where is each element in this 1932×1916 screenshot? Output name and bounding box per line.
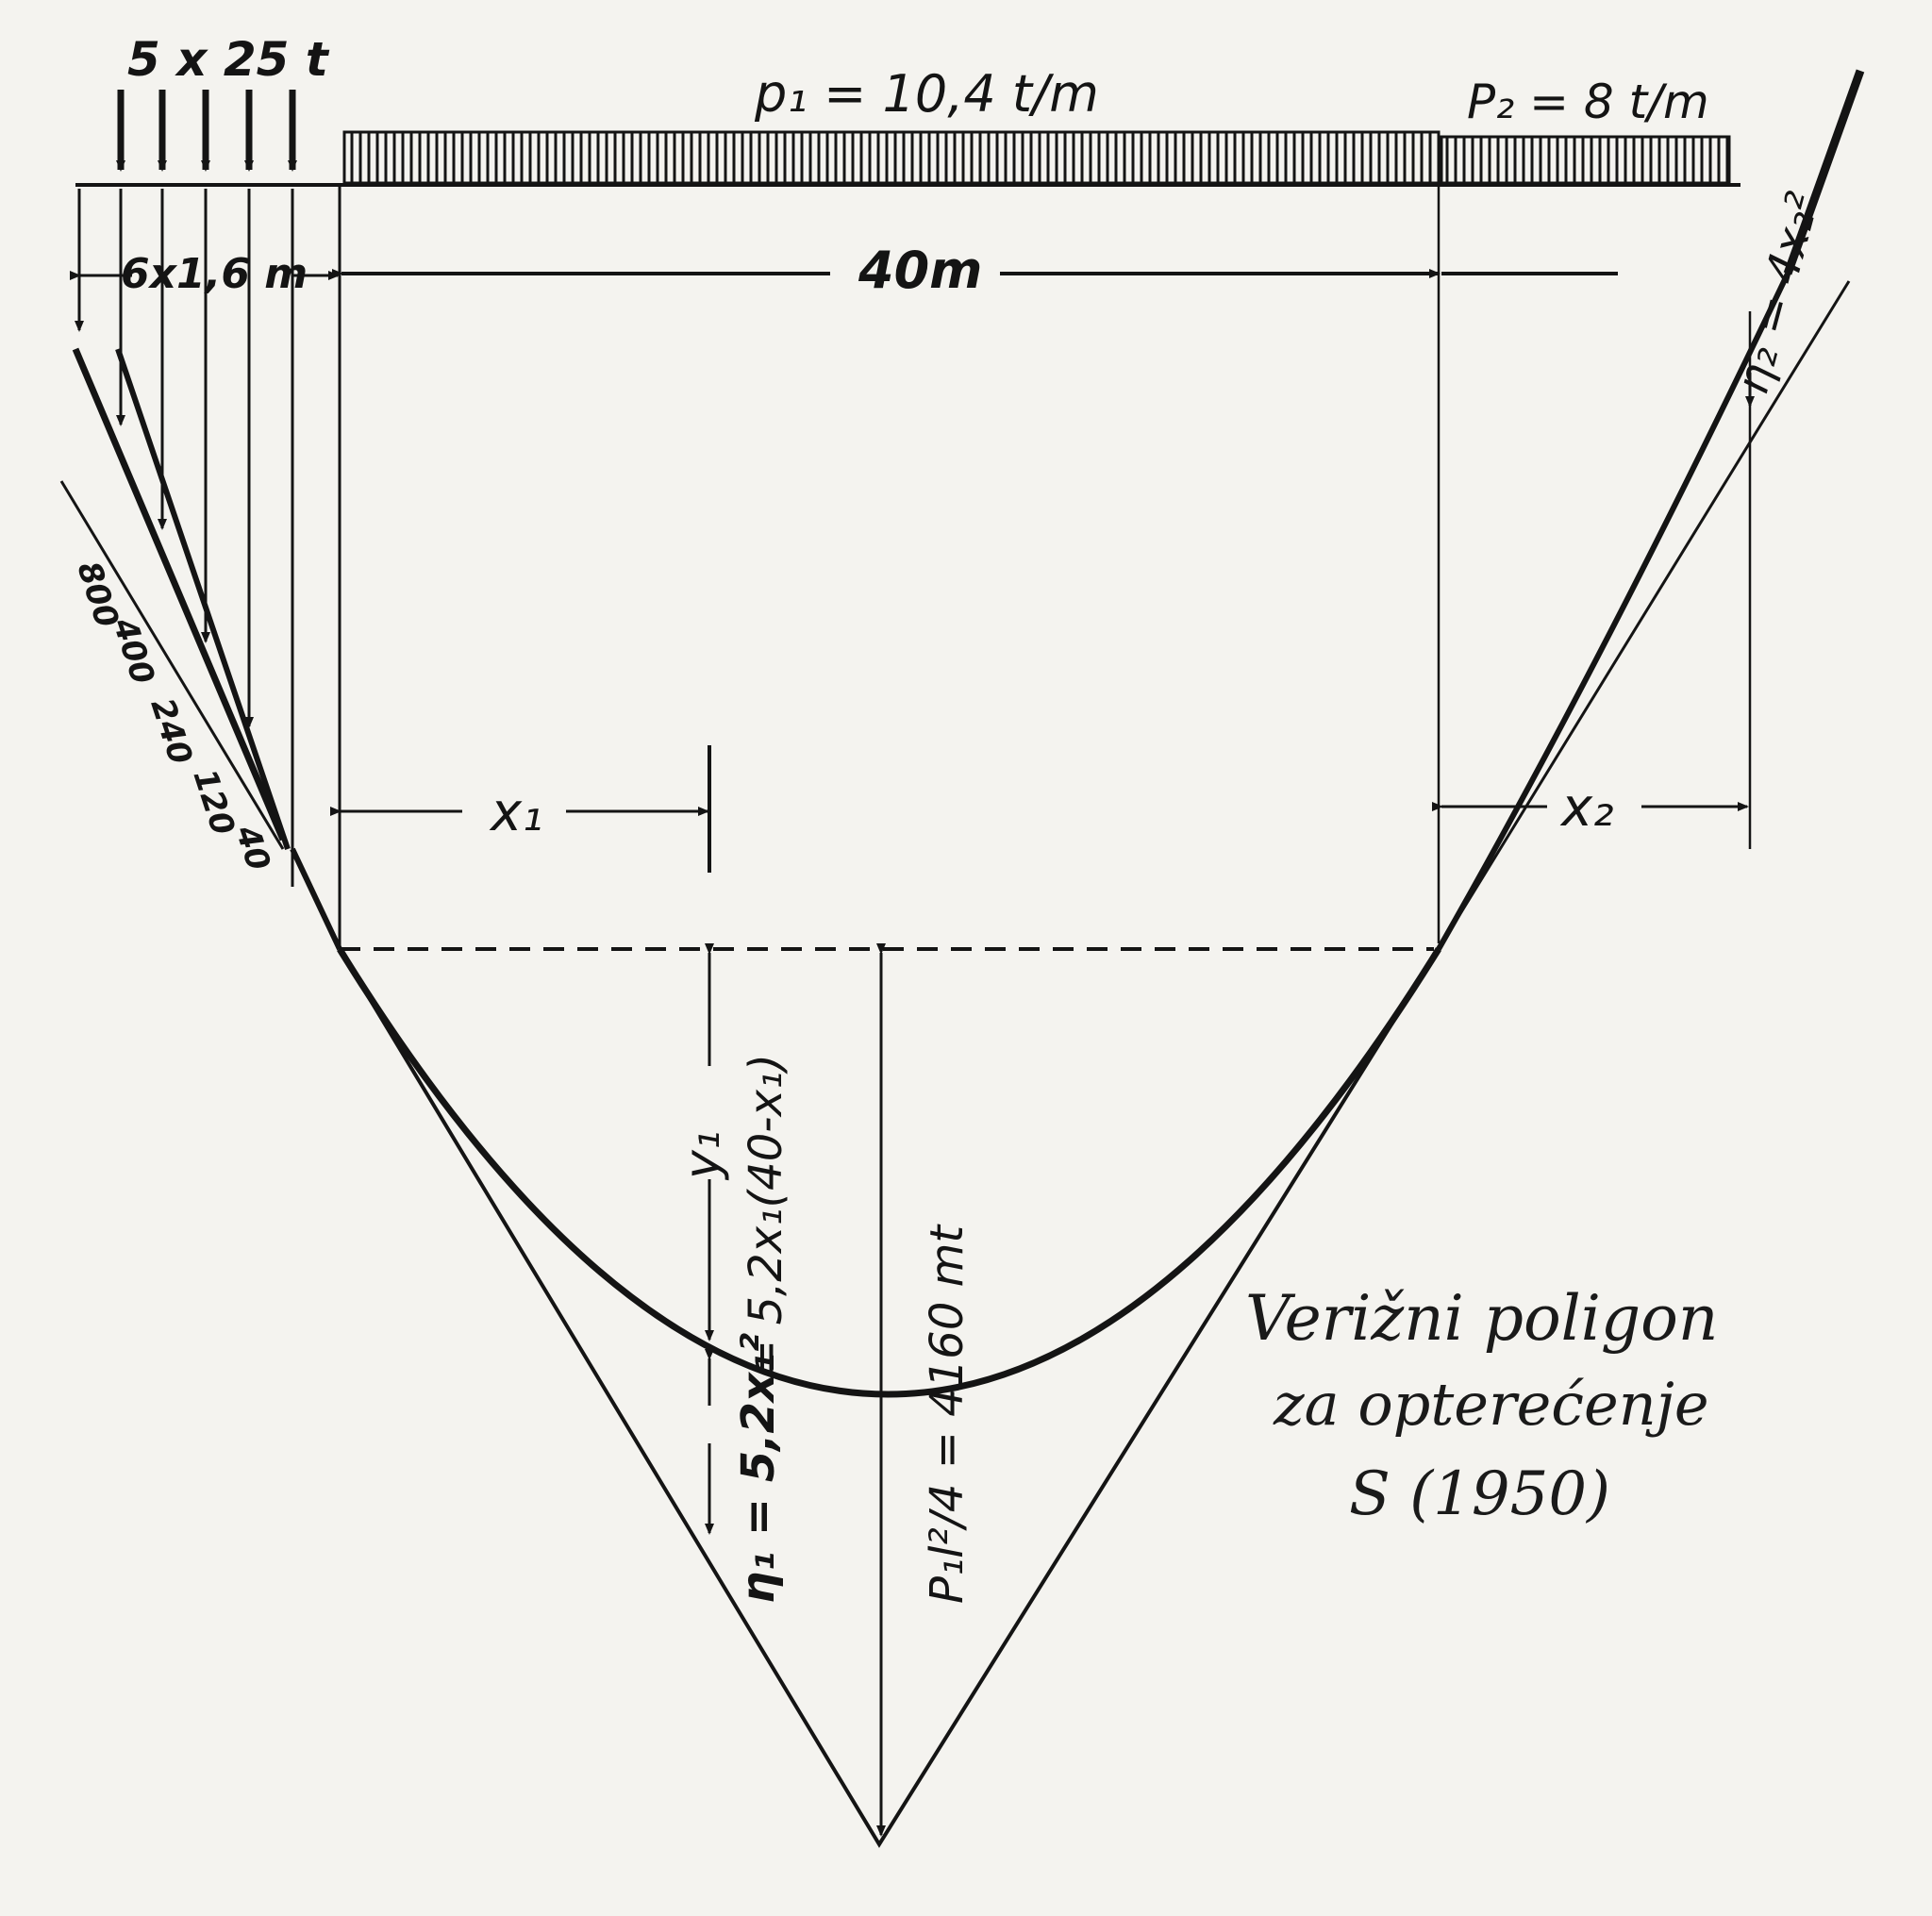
svg-text:η₂ = 4x₂²: η₂ = 4x₂²: [1725, 187, 1829, 399]
svg-text:120: 120: [185, 764, 242, 840]
projection-lines: [75, 185, 1752, 953]
y1-symbol: y₁: [675, 1130, 731, 1181]
svg-text:y₁: y₁: [675, 1130, 731, 1181]
triangle-envelope: [338, 947, 1441, 1848]
distributed-load-p2: [1440, 135, 1731, 185]
left-ordinate-120: 120: [185, 764, 242, 840]
svg-text:η₁ = 5,2x₁²: η₁ = 5,2x₁²: [732, 1333, 785, 1604]
parabola-eta2: [1436, 272, 1790, 951]
axle-spacing-label: 6x1,6 m: [121, 250, 308, 298]
eta1-label: η₁ = 5,2x₁²: [732, 1333, 785, 1604]
axle-loads: [116, 90, 297, 172]
left-polygon-lines: [59, 347, 342, 951]
svg-text:= 5,2x₁(40-x₁): = 5,2x₁(40-x₁): [740, 1054, 792, 1377]
p2-label: P₂ = 8 t/m: [1467, 75, 1709, 129]
svg-text:400: 400: [105, 612, 161, 689]
span-label: 40m: [858, 241, 982, 300]
svg-text:P₁l²/4 = 4160 mt: P₁l²/4 = 4160 mt: [921, 1224, 974, 1604]
svg-text:240: 240: [142, 693, 199, 769]
eta2-label: η₂ = 4x₂²: [1725, 187, 1829, 399]
x1-label: x₁: [489, 782, 543, 843]
max-moment-formula: P₁l²/4 = 4160 mt: [921, 1224, 974, 1604]
y1-formula: = 5,2x₁(40-x₁): [740, 1054, 792, 1377]
parabola-y1: [337, 947, 1441, 1398]
x2-label: x₂: [1559, 777, 1614, 839]
caption-line-1: Verižni poligon: [1245, 1282, 1718, 1355]
right-extension: [1783, 69, 1865, 275]
left-ordinate-400: 400: [105, 612, 161, 689]
axles-label: 5 x 25 t: [127, 32, 330, 87]
distributed-load-p1: [342, 130, 1441, 185]
left-ordinate-240: 240: [142, 693, 199, 769]
right-tangent: [1437, 280, 1851, 950]
caption-line-2: za opterećenje: [1273, 1370, 1709, 1439]
caption-line-3: S (1950): [1349, 1459, 1610, 1529]
p1-label: p₁ = 10,4 t/m: [754, 64, 1099, 124]
